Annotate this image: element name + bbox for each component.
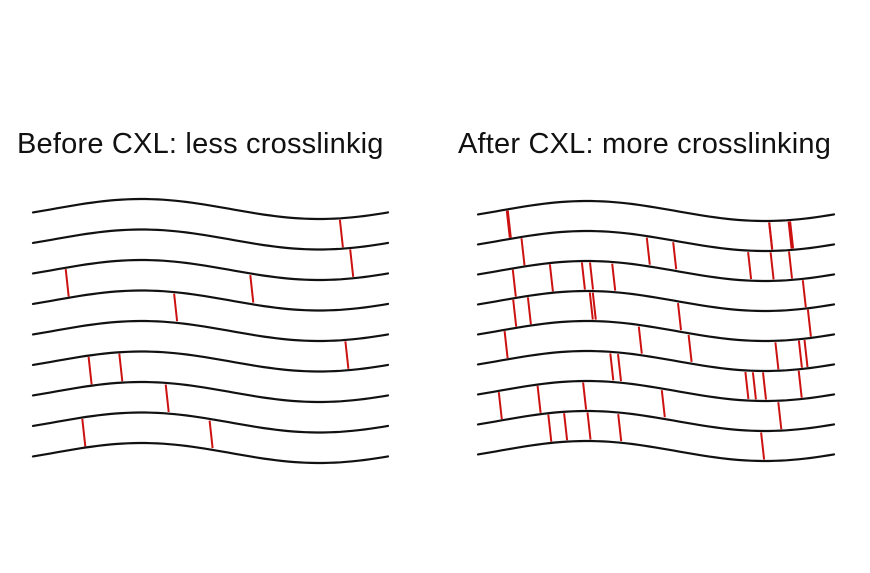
crosslink xyxy=(788,251,793,279)
crosslink xyxy=(526,297,532,325)
crosslink xyxy=(589,262,594,290)
crosslink xyxy=(588,292,594,320)
crosslink xyxy=(609,353,615,381)
collagen-fiber xyxy=(31,380,390,404)
crosslink xyxy=(338,219,344,248)
collagen-fiber xyxy=(31,228,390,251)
collagen-fiber xyxy=(31,197,390,221)
crosslink xyxy=(637,326,643,354)
collagen-fiber xyxy=(31,289,390,312)
collagen-fiber xyxy=(476,199,836,223)
collagen-fiber xyxy=(31,441,390,465)
crosslink xyxy=(769,252,775,280)
crosslink xyxy=(803,339,809,368)
crosslink xyxy=(548,264,554,292)
crosslink xyxy=(751,372,757,400)
crosslink xyxy=(505,210,511,238)
crosslink xyxy=(580,262,586,290)
crosslink xyxy=(747,251,753,280)
crosslink xyxy=(208,420,214,449)
crosslink xyxy=(768,222,774,250)
collagen-fiber xyxy=(476,229,836,253)
crosslink xyxy=(164,384,170,413)
before-cxl-title: Before CXL: less crosslinkig xyxy=(17,128,384,160)
after-cxl-title: After CXL: more crosslinking xyxy=(458,128,832,160)
crosslink xyxy=(774,342,780,370)
crosslink xyxy=(81,418,87,447)
crosslink xyxy=(497,392,503,420)
crosslink xyxy=(591,292,597,320)
crosslink xyxy=(520,238,526,266)
crosslink xyxy=(760,432,766,460)
collagen-fiber xyxy=(476,439,836,463)
crosslink xyxy=(645,237,651,265)
crosslink xyxy=(789,221,795,249)
crosslink xyxy=(687,334,693,363)
collagen-fiber xyxy=(476,349,836,373)
collagen-fiber xyxy=(476,319,836,343)
crosslink xyxy=(582,382,588,410)
crosslink xyxy=(744,371,750,400)
crosslink xyxy=(503,330,509,359)
crosslink xyxy=(586,412,592,440)
crosslink xyxy=(611,263,617,291)
crosslink xyxy=(511,269,517,297)
collagen-fiber xyxy=(476,409,836,433)
crosslink xyxy=(344,341,350,369)
crosslink xyxy=(506,210,512,238)
collagen-fiber xyxy=(31,411,390,434)
crosslink xyxy=(64,268,70,297)
crosslink xyxy=(617,413,623,442)
crosslink xyxy=(806,309,812,337)
crosslink xyxy=(797,340,803,368)
crosslink xyxy=(249,274,255,303)
crosslink xyxy=(787,221,793,249)
crosslink xyxy=(547,414,553,442)
collagen-fiber xyxy=(476,289,836,313)
crosslink xyxy=(660,390,666,418)
crosslink xyxy=(118,353,124,382)
crosslink xyxy=(777,402,783,430)
crosslink xyxy=(677,302,682,331)
collagen-fiber xyxy=(476,379,836,403)
crosslink xyxy=(173,293,179,322)
crosslink xyxy=(762,372,767,400)
crosslink xyxy=(563,413,569,441)
crosslink xyxy=(801,280,807,308)
crosslink xyxy=(536,385,542,414)
collagen-fiber xyxy=(476,259,836,283)
crosslink xyxy=(672,242,678,270)
collagen-fiber xyxy=(31,319,390,343)
collagen-fiber xyxy=(31,258,390,282)
collagen-fiber xyxy=(31,350,390,373)
crosslink xyxy=(617,353,622,382)
crosslink xyxy=(87,356,93,385)
crosslink xyxy=(349,249,355,278)
crosslink xyxy=(512,299,518,327)
crosslink xyxy=(797,370,803,398)
